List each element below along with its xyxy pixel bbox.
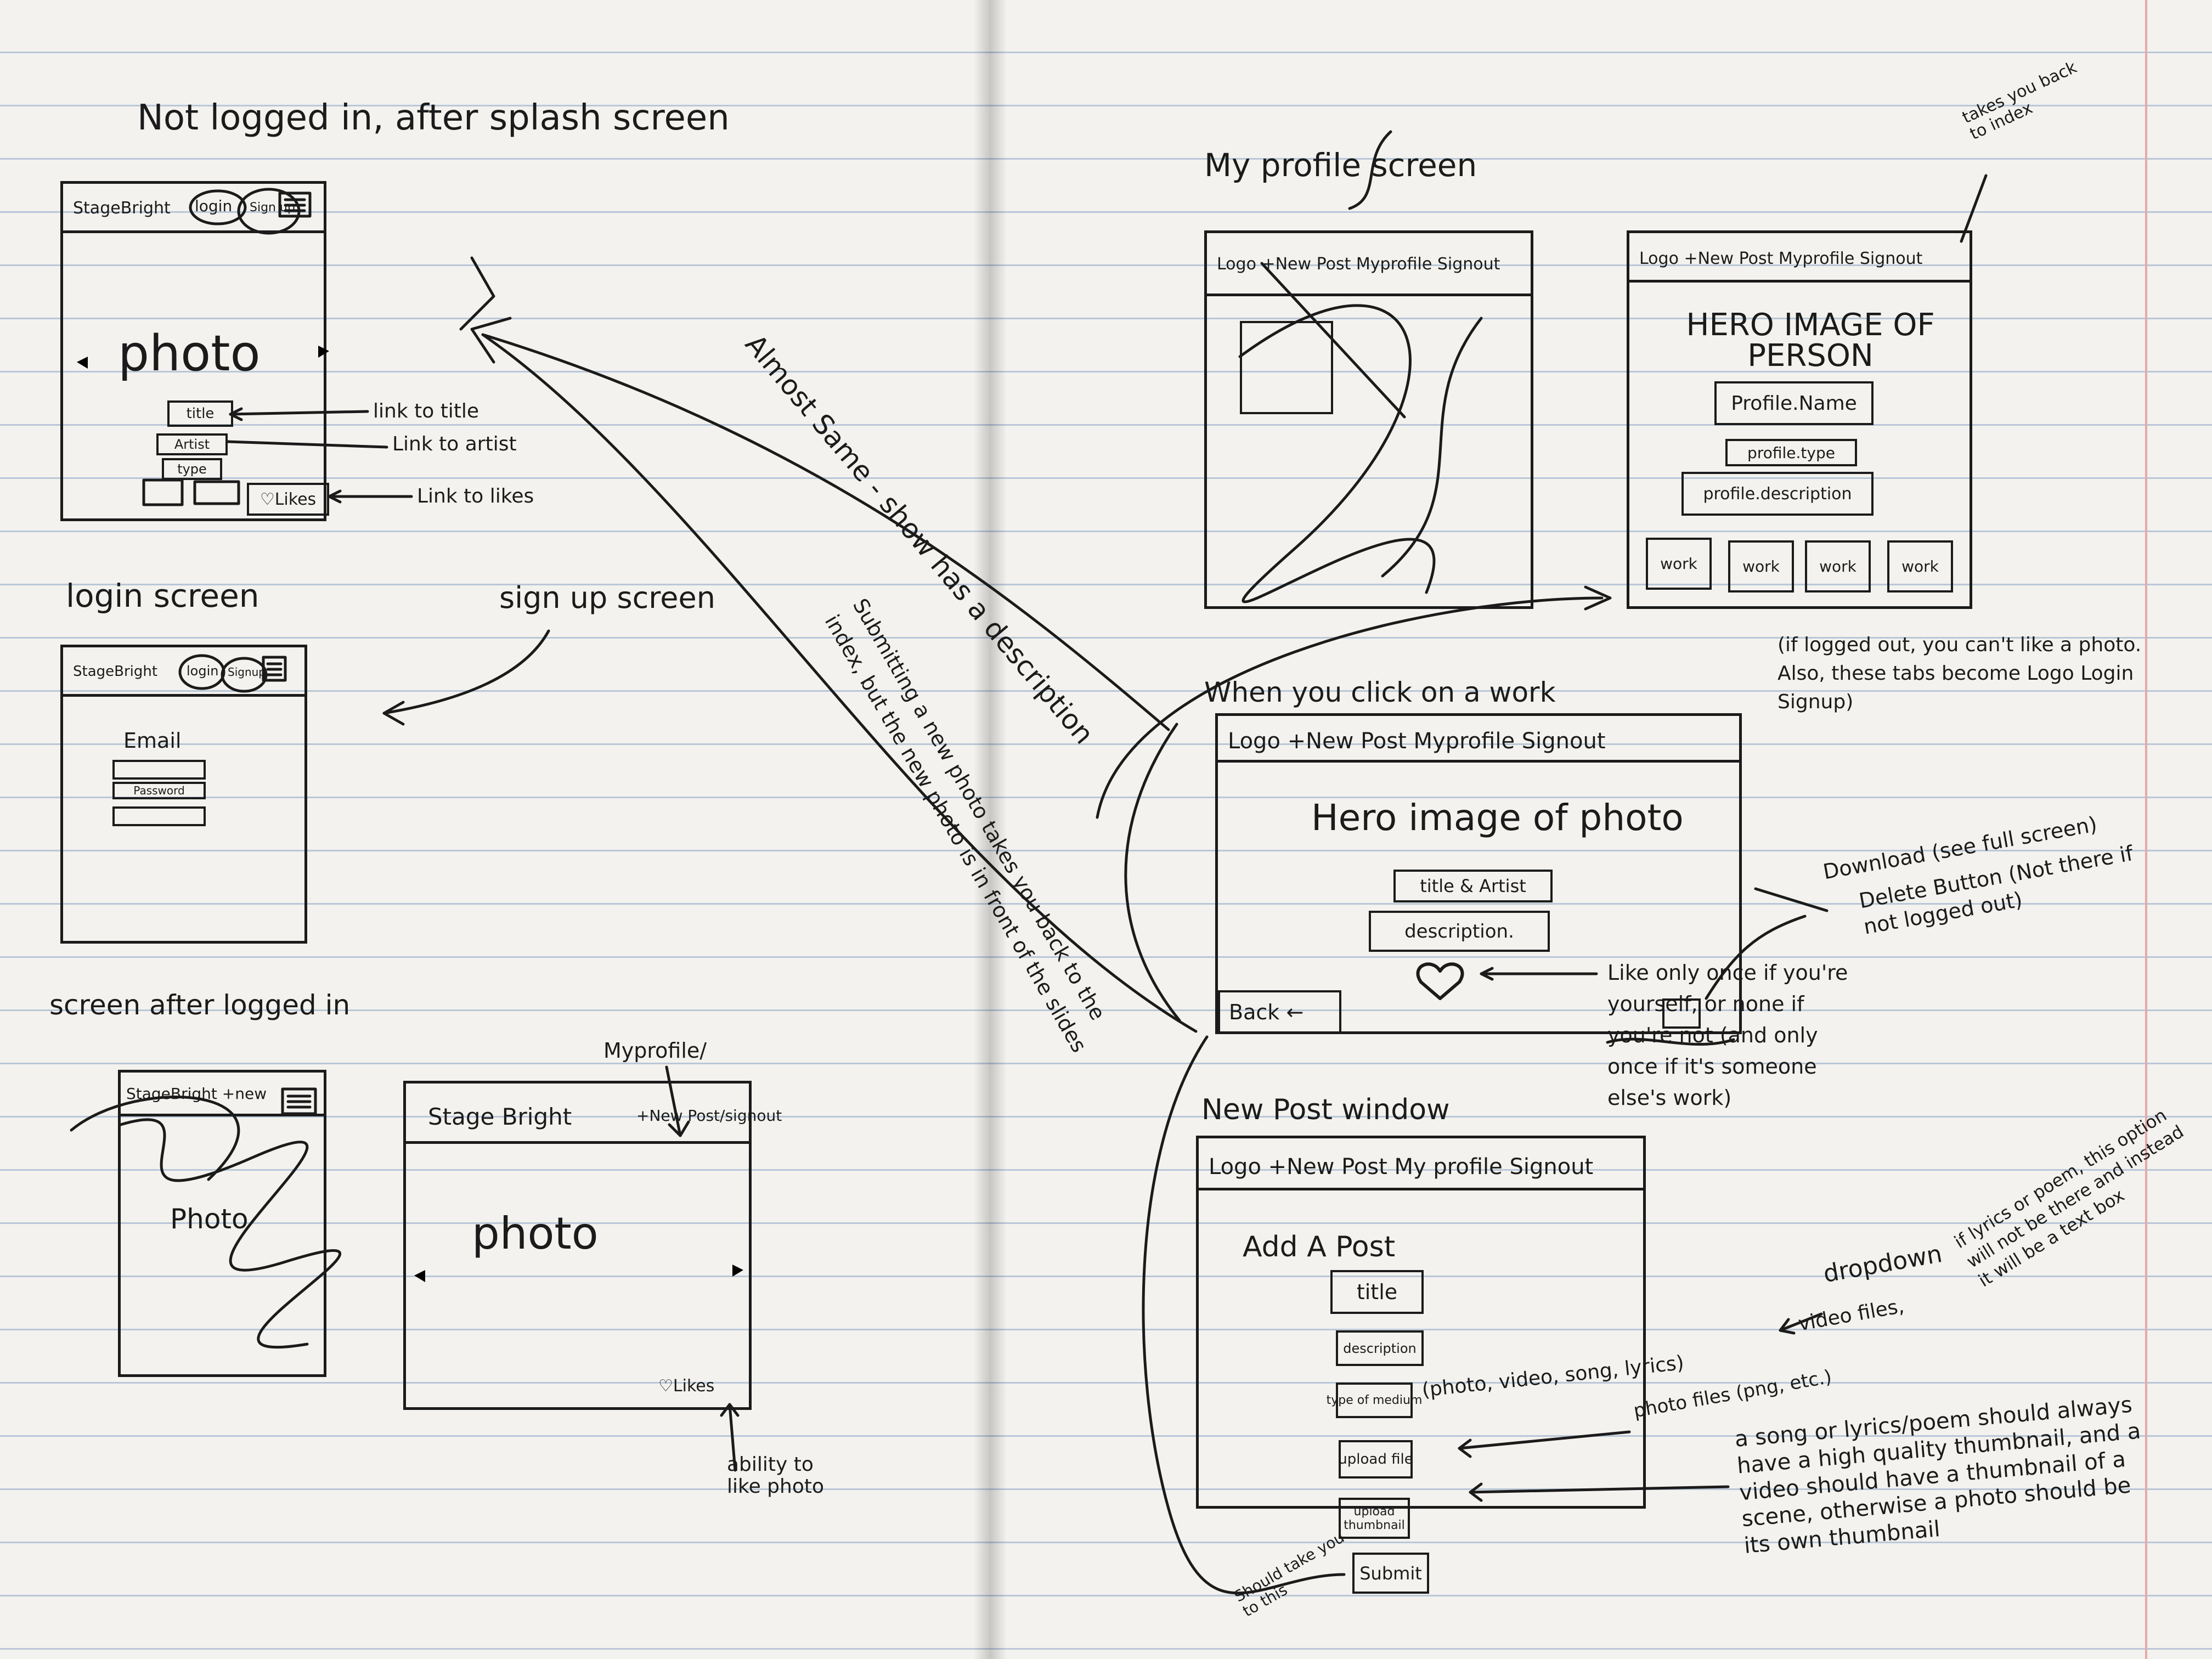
profile-wireframe-a: Logo +New Post Myprofile Signout (1204, 230, 1533, 609)
desktop-logged-likes[interactable]: ♡Likes (658, 1376, 715, 1396)
login-password-placeholder: Password (133, 784, 185, 797)
new-post-upload-file-button[interactable]: upload file (1338, 1440, 1413, 1479)
profile-wireframe-b: Logo +New Post Myprofile Signout HERO IM… (1627, 230, 1972, 609)
note-ability-to-like: ability to like photo (727, 1453, 824, 1498)
new-post-type-options: (photo, video, song, lyrics) (1420, 1351, 1685, 1402)
login-email-input[interactable] (112, 760, 206, 780)
new-post-nav[interactable]: Logo +New Post My profile Signout (1209, 1154, 1594, 1180)
work-label: work (1660, 555, 1697, 573)
work-label: work (1819, 557, 1857, 575)
new-post-description-placeholder: description (1343, 1340, 1417, 1356)
margin-line (2145, 0, 2147, 1659)
new-post-title-placeholder: title (1356, 1280, 1398, 1304)
desktop-logged-nav-bar (406, 1084, 749, 1144)
heading-screen-after-login: screen after logged in (49, 989, 351, 1021)
splash-likes-button[interactable]: ♡Likes (247, 483, 329, 516)
splash-nav-bar (63, 184, 324, 233)
upload-file-text: upload file (1338, 1451, 1413, 1468)
new-post-description-input[interactable]: description (1336, 1330, 1424, 1366)
work-delete-button[interactable] (1662, 998, 1701, 1029)
login-brand: StageBright (73, 663, 158, 680)
heading-my-profile-screen: My profile screen (1204, 146, 1477, 184)
note-logged-out-tabs: (if logged out, you can't like a photo. … (1778, 634, 2142, 714)
profile-a-nav[interactable]: Logo +New Post Myprofile Signout (1217, 255, 1500, 274)
add-a-post-heading: Add A Post (1243, 1231, 1396, 1263)
splash-photo-label: photo (118, 325, 261, 382)
splash-type-field: type (162, 458, 222, 480)
login-password-input[interactable]: Password (112, 782, 206, 799)
new-post-nav-bar (1199, 1138, 1643, 1190)
login-wireframe: StageBright login Signup Email Password (60, 645, 307, 944)
work-back-button[interactable]: Back ← (1218, 990, 1341, 1034)
splash-wireframe: StageBright login Sign up photo title Ar… (60, 181, 329, 521)
heading-not-logged-in: Not logged in, after splash screen (137, 98, 730, 138)
login-email-label: Email (123, 729, 182, 753)
new-post-type-dropdown[interactable]: type of medium (1327, 1383, 1422, 1418)
desktop-logged-nav-links[interactable]: +New Post/signout (636, 1107, 782, 1125)
heading-login-screen: login screen (66, 577, 259, 614)
splash-type-text: type (177, 461, 207, 477)
desktop-logged-brand: Stage Bright (428, 1103, 572, 1130)
profile-type-text: profile.type (1747, 443, 1835, 462)
desktop-logged-photo: photo (472, 1208, 599, 1259)
profile-description-field: profile.description (1681, 472, 1874, 516)
upload-thumbnail-text: upload thumbnail (1344, 1504, 1405, 1532)
work-description-text: description. (1404, 920, 1514, 943)
heading-new-post-window: New Post window (1201, 1093, 1450, 1126)
work-title-artist-field[interactable]: title & Artist (1393, 870, 1553, 902)
heading-click-on-work: When you click on a work (1204, 676, 1556, 708)
work-nav[interactable]: Logo +New Post Myprofile Signout (1228, 729, 1606, 754)
note-link-to-title: link to title (373, 400, 479, 422)
note-like-only-once: Like only once if you're yourself, or no… (1607, 961, 1848, 1110)
profile-work-card[interactable]: work (1728, 540, 1794, 592)
login-signup-link[interactable]: Signup (228, 665, 266, 679)
splash-artist-text: Artist (174, 437, 210, 452)
work-back-text: Back ← (1229, 1000, 1304, 1024)
mobile-logged-wireframe: StageBright +new Photo (118, 1070, 326, 1377)
profile-work-card[interactable]: work (1887, 540, 1953, 592)
profile-b-nav-bar (1629, 233, 1970, 283)
desktop-logged-wireframe: Stage Bright +New Post/signout photo ♡Li… (403, 1081, 782, 1410)
splash-login-link[interactable]: login (195, 197, 233, 215)
new-post-submit-button[interactable]: Submit (1352, 1553, 1429, 1594)
note-link-to-artist: Link to artist (392, 433, 517, 455)
login-nav-bar (63, 647, 304, 697)
profile-b-nav[interactable]: Logo +New Post Myprofile Signout (1639, 249, 1923, 268)
submit-text: Submit (1359, 1562, 1422, 1584)
new-post-type-placeholder: type of medium (1326, 1393, 1423, 1407)
profile-a-avatar-box (1240, 321, 1333, 414)
login-submit-button[interactable] (112, 806, 206, 826)
login-login-link[interactable]: login (187, 663, 219, 679)
work-label: work (1742, 557, 1780, 575)
new-post-upload-thumbnail-button[interactable]: upload thumbnail (1339, 1498, 1410, 1539)
splash-title-field[interactable]: title (167, 400, 233, 427)
note-link-to-likes: Link to likes (417, 485, 534, 507)
work-label: work (1901, 557, 1939, 575)
note-myprofile: Myprofile/ (603, 1039, 707, 1063)
work-title-artist-text: title & Artist (1420, 876, 1526, 896)
mobile-logged-photo: Photo (170, 1203, 249, 1235)
splash-brand: StageBright (73, 199, 171, 218)
mobile-logged-header: StageBright +new (126, 1085, 267, 1103)
work-description-field: description. (1369, 911, 1550, 952)
profile-type-field: profile.type (1725, 439, 1857, 466)
profile-name-text: Profile.Name (1731, 392, 1857, 415)
work-hero: Hero image of photo (1311, 797, 1684, 839)
profile-description-text: profile.description (1703, 484, 1852, 504)
profile-b-hero: HERO IMAGE OF PERSON (1686, 307, 1935, 374)
profile-work-card[interactable]: work (1805, 540, 1871, 592)
splash-likes-text: ♡Likes (259, 489, 317, 509)
profile-name-field: Profile.Name (1714, 381, 1874, 425)
splash-title-text: title (186, 405, 215, 422)
profile-work-card[interactable]: work (1646, 538, 1712, 590)
new-post-wireframe: Logo +New Post My profile Signout Add A … (1196, 1136, 1685, 1509)
splash-artist-field[interactable]: Artist (156, 433, 228, 455)
new-post-title-input[interactable]: title (1330, 1270, 1424, 1314)
note-sign-up-screen: sign up screen (499, 580, 715, 615)
splash-signup-link[interactable]: Sign up (250, 201, 295, 215)
